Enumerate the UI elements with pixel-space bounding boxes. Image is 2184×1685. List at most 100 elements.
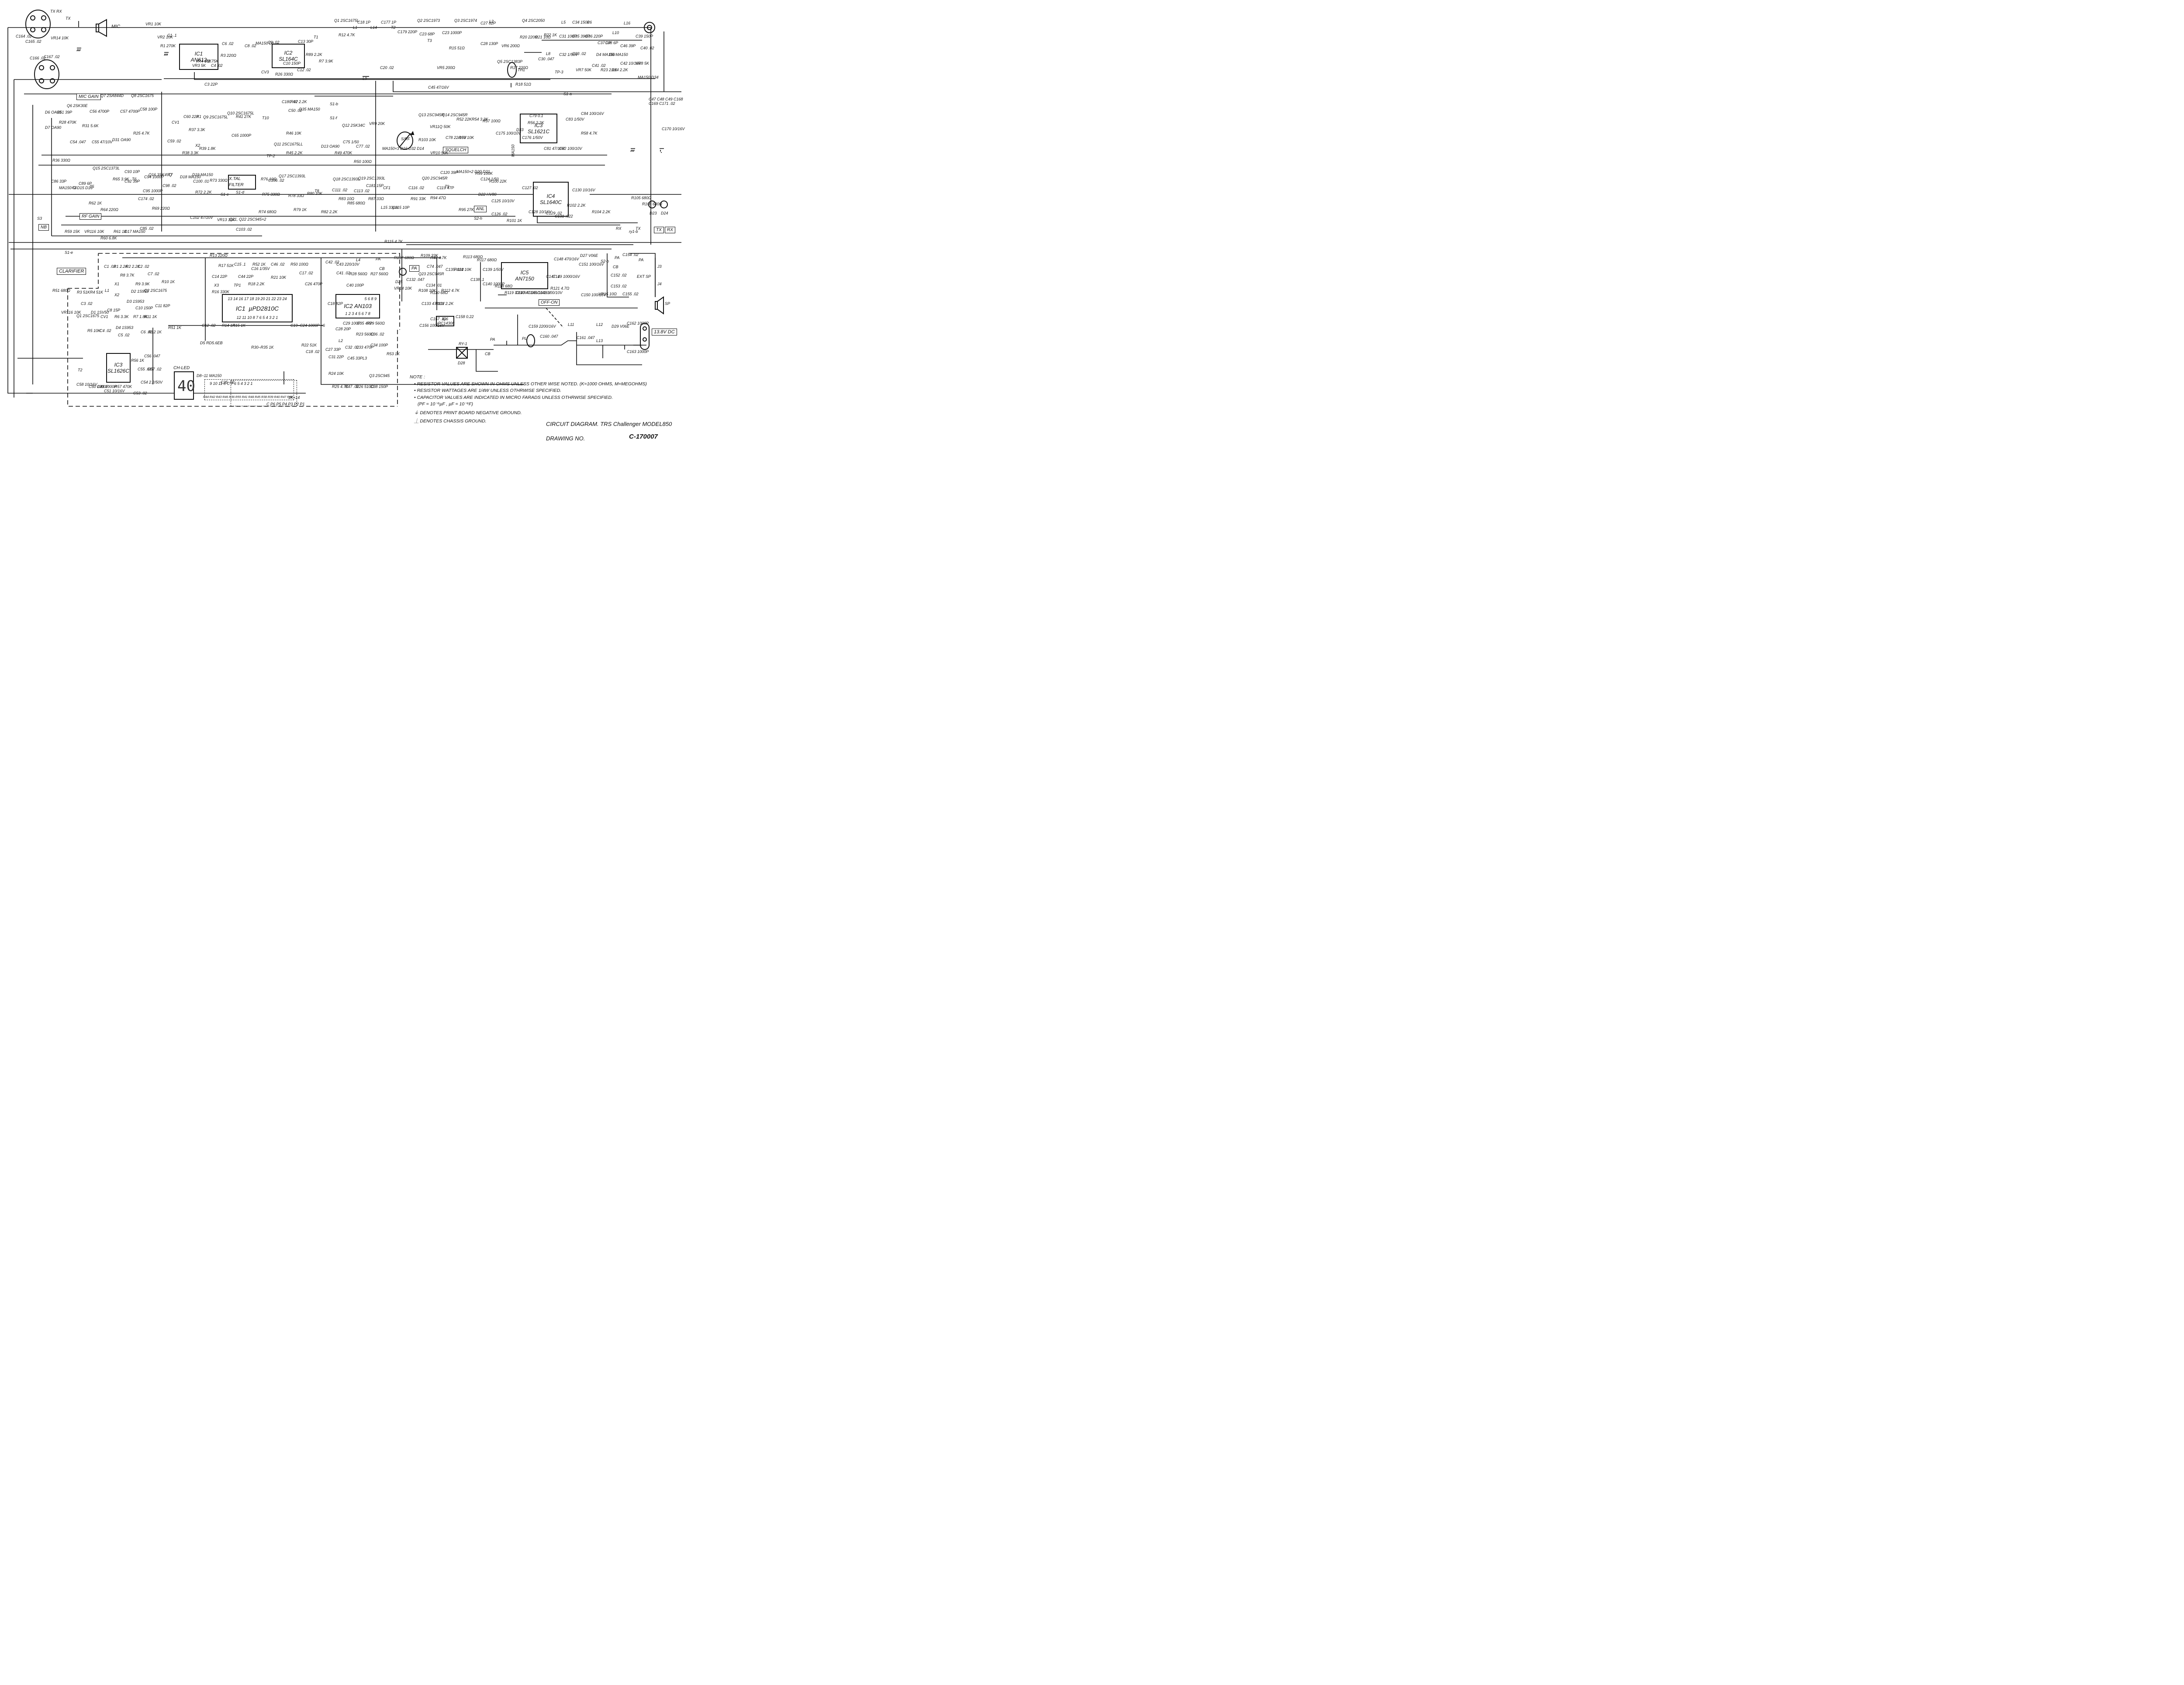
c28b-label: C28 20P [335, 327, 351, 331]
r56b-label: R56 1K [131, 358, 145, 363]
r13b-label: R13 220Ω [210, 253, 228, 258]
c160-label: C160 .047 [540, 334, 558, 339]
c165-label: C165 .02 [25, 39, 41, 44]
r49-label: R49 470K [335, 151, 352, 155]
clar-q1-label: Q1 2SC1675 [76, 314, 100, 318]
d17-label: D17 MA150 [124, 229, 145, 234]
c45-label: C45 47/16V [428, 85, 449, 90]
r8b-label: R8 3.7K [120, 273, 135, 277]
c32b-label: C32 .02 [345, 345, 359, 349]
r103-label: R103 10K [418, 138, 436, 142]
q12-label: Q12 2SK34C [342, 123, 366, 128]
ma150-vertical-label: MA150 [511, 144, 515, 157]
ic-pins-top: 13 14 16 17 18 19 20 21 22 23 24 [228, 297, 287, 301]
c3-label: C3 22P [204, 82, 218, 86]
pa-box-label: PA [409, 265, 419, 272]
r45-label: R45 2.2K [286, 151, 303, 155]
l5-label: L5 [561, 20, 566, 24]
r29b-label: R29 560Ω [367, 321, 385, 325]
c166-label: C166 .02 [30, 56, 46, 60]
r38-label: R38 3.3K [182, 151, 199, 155]
r72-label: R72 2.2K [195, 190, 212, 194]
l15-label: L15 33µH [381, 205, 398, 210]
c30-label: C30 .047 [538, 57, 554, 61]
r54-label: R54 3.3K [472, 117, 488, 121]
r60-label: R60 6.8K [100, 236, 117, 240]
vr1-label: VR1 10K [145, 22, 162, 26]
ic-pins-bottom: 1 2 3 4 5 6 7 8 [345, 311, 370, 316]
c86-label: C86 33P [51, 179, 67, 183]
r115-label: R115 4.7K [384, 239, 403, 244]
r24b-label: R24 10K [328, 371, 344, 376]
c10b-label: C10 150P [135, 306, 153, 310]
t7-label: T7 [168, 173, 173, 177]
r111-label: R111 2.2K [435, 301, 454, 306]
c113-label: C113 .02 [354, 189, 370, 193]
s2h-label: S2-h [474, 216, 483, 221]
ic-ref: IC3 [534, 122, 543, 128]
c138-label: C138 .1 [470, 277, 484, 282]
t1-label: T1 [314, 35, 318, 39]
ic-part: µPD2810C [249, 304, 279, 312]
c41-label: C41 .02 [592, 63, 606, 68]
c106-label: C106 .02 [268, 178, 284, 183]
c139-label: C139 1/50V [483, 267, 504, 272]
c81-label: C81 47/10V [544, 146, 565, 151]
diagram-title: CIRCUIT DIAGRAM. TRS Challenger MODEL850 [546, 421, 672, 427]
c124-label: C124 1/50 [480, 177, 499, 181]
r78-label: R78 33Ω [288, 194, 304, 198]
c116-label: C116 .02 [408, 186, 424, 190]
r18-label: R18 51Ω [515, 82, 531, 86]
r117-label: R117 680Ω [477, 258, 497, 262]
r48-label: R48 4.7K [430, 256, 447, 260]
c79-label: C79 0.1 [529, 114, 543, 118]
d22-label: D22 HV80 [478, 192, 497, 197]
c128-label: C128 10/16V [529, 210, 552, 214]
r65-label: R65 3.9K [113, 177, 129, 181]
q15-label: Q15 2SC1373L [93, 166, 120, 170]
t10-label: T10 [262, 116, 269, 120]
r50-label: R50 100Ω [354, 159, 372, 164]
c150-label: C150 100/16V [581, 293, 606, 297]
q11-label: Q11 2SC1675LL [274, 142, 303, 146]
c89-label: C89 6P [79, 181, 92, 186]
d29-label: D29 V06E [612, 324, 630, 329]
r28b-label: R28 560Ω [349, 272, 367, 276]
vr116-rf-label: VR116 10K [84, 229, 104, 234]
d27-label: D27 V06E [580, 253, 598, 258]
q8-label: Q8 2SC1675 [131, 93, 154, 98]
d13-label: D13 OA90 [321, 144, 340, 149]
r105-label: R105 680Ω [631, 196, 651, 200]
l2b-label: L2 [339, 339, 343, 343]
c111-label: C111 .02 [332, 188, 348, 192]
drawing-number: C-170007 [629, 433, 658, 440]
r39-label: R39 1.8K [199, 146, 216, 151]
ic1-an612: IC1 AN612 [179, 44, 218, 70]
cf1-label: CF1 [383, 186, 391, 190]
x2-label: X2 [195, 143, 200, 148]
c50b-label: C50 1000P [89, 384, 109, 389]
r95-label: R95 27K [459, 208, 474, 212]
d1b-label: D1 1SV50 [91, 310, 109, 315]
r62-label: R62 1K [89, 201, 102, 205]
c10-label: C10 150P [283, 61, 301, 66]
q23-label: Q23 2SC945R [418, 272, 444, 276]
c5b-label: C5 .02 [118, 333, 130, 337]
d23-label: D23 [650, 211, 657, 215]
t4-label: T4 [72, 186, 77, 190]
channel-connector-pins: C P6 P5 P4 P3 P2 P1 [266, 402, 305, 406]
c58-label: C58 100P [140, 107, 158, 111]
c65-label: C65 1000P [232, 133, 252, 138]
chassis-ground-icon: ⏊ [414, 419, 419, 424]
c146-label: C146 100/10V [537, 291, 563, 295]
r87-label: R87 33Ω [368, 197, 384, 201]
c38-label: C38 6P [605, 41, 619, 45]
c93-label: C93 10P [124, 170, 140, 174]
c148-label: C148 470/16V [554, 257, 579, 261]
led-resistors-label: R44 R42 R43 R46 R36 R55 R41 R48 R45 R38 … [203, 396, 293, 399]
s2b-cb-label: CB [613, 265, 619, 269]
c6b-label: C6 .02 [141, 330, 152, 334]
r31-label: R31 5.6K [82, 124, 99, 128]
ic-ref: IC6 [442, 317, 448, 321]
vr7-label: VR7 50K [576, 68, 592, 72]
